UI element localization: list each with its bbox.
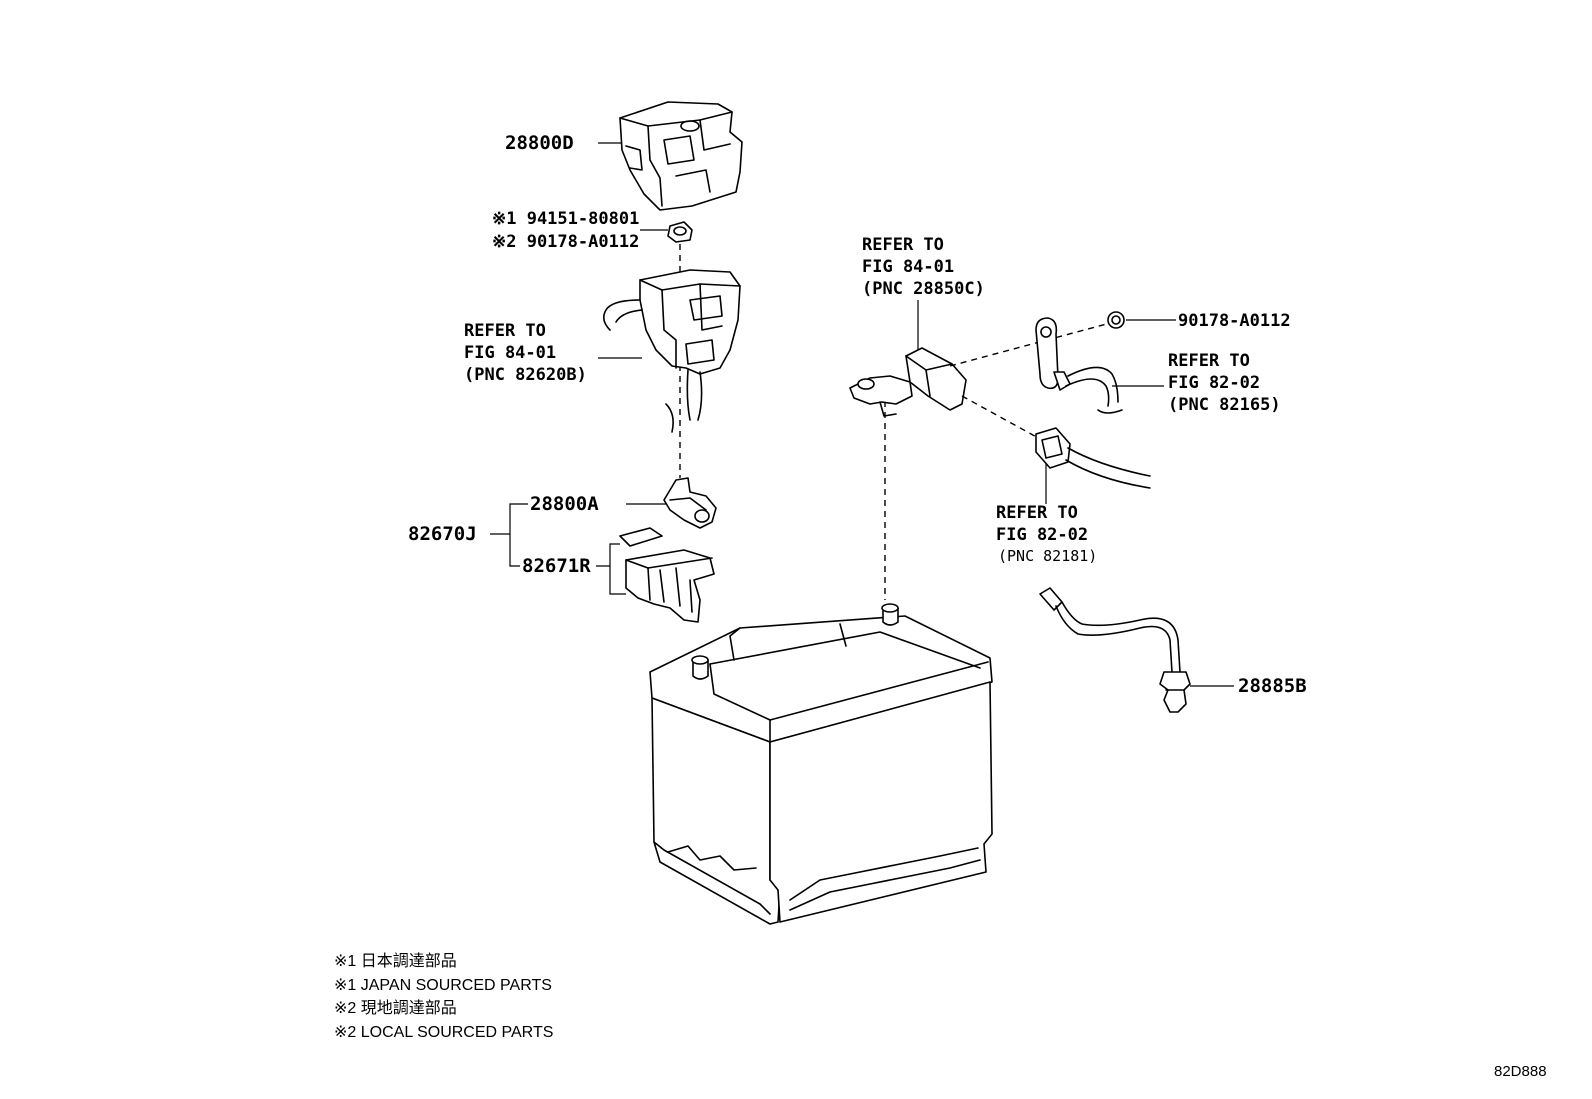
ref-82181-line2: FIG 82-02: [996, 525, 1088, 545]
ref-28850c-line2: FIG 84-01: [862, 257, 954, 277]
note-line-3: ※2 現地調達部品: [334, 999, 457, 1017]
battery[interactable]: [649, 603, 993, 925]
connector-82181[interactable]: [1035, 427, 1151, 489]
washer-icon[interactable]: [1107, 311, 1125, 329]
label-90178-a0112: 90178-A0112: [1178, 311, 1291, 331]
label-28800a: 28800A: [530, 493, 599, 515]
ref-82181-line3: (PNC 82181): [998, 547, 1097, 565]
label-82671r: 82671R: [522, 555, 591, 577]
ref-82165-line2: FIG 82-02: [1168, 373, 1260, 393]
label-28800d: 28800D: [505, 132, 574, 154]
nut-icon[interactable]: [667, 221, 693, 243]
ref-82181-line1: REFER TO: [996, 503, 1078, 523]
ref-28850c-line3: (PNC 28850C): [862, 279, 985, 299]
figure-id: 82D888: [1494, 1063, 1547, 1080]
note-line-1: ※1 日本調達部品: [334, 952, 457, 970]
note-line-4: ※2 LOCAL SOURCED PARTS: [334, 1024, 553, 1041]
terminal-sensor-28850c[interactable]: [849, 347, 967, 417]
cover-82671r[interactable]: [619, 527, 715, 623]
sensor-28885b[interactable]: [1039, 587, 1191, 713]
ref-82165-line1: REFER TO: [1168, 351, 1250, 371]
ref-82620b-line3: (PNC 82620B): [464, 365, 587, 385]
fuse-block-82620b[interactable]: [602, 269, 741, 433]
ref-82165-line3: (PNC 82165): [1168, 395, 1281, 415]
ref-82620b-line2: FIG 84-01: [464, 343, 556, 363]
terminal-28800a[interactable]: [663, 477, 717, 529]
label-note1-part: ※1 94151-80801: [492, 209, 639, 229]
ref-82620b-line1: REFER TO: [464, 321, 546, 341]
terminal-cover-28800d[interactable]: [619, 101, 743, 211]
ref-28850c-line1: REFER TO: [862, 235, 944, 255]
label-28885b: 28885B: [1238, 675, 1307, 697]
label-note2-part: ※2 90178-A0112: [492, 232, 639, 252]
ground-cable-82165[interactable]: [1035, 317, 1123, 414]
note-line-2: ※1 JAPAN SOURCED PARTS: [334, 977, 552, 994]
label-82670j: 82670J: [408, 523, 477, 545]
